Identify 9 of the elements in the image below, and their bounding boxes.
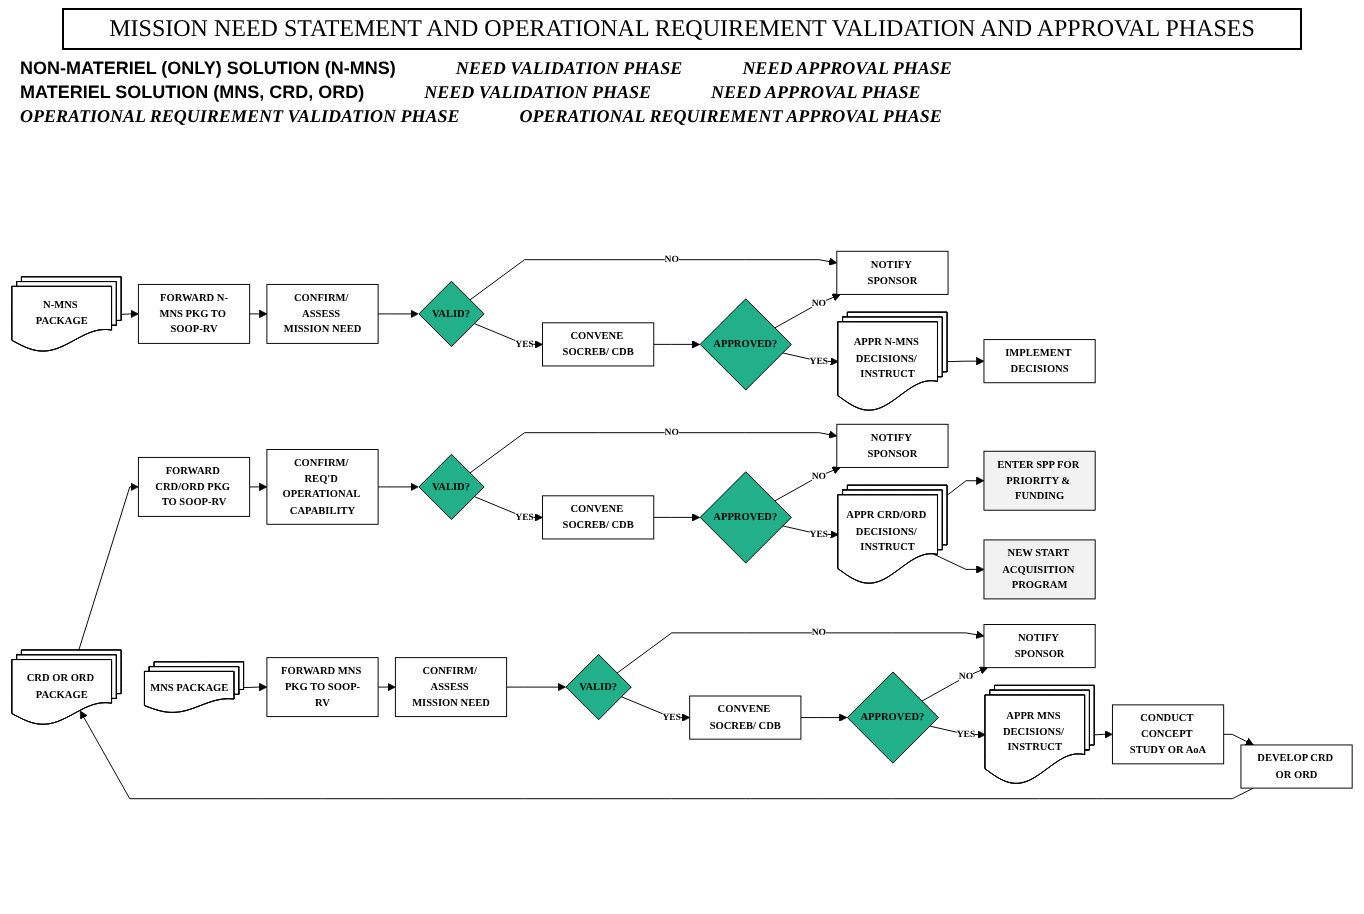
section-heading: MATERIEL SOLUTION (MNS, CRD, ORD) bbox=[20, 82, 365, 102]
phase-label: OPERATIONAL REQUIREMENT APPROVAL PHASE bbox=[519, 106, 942, 126]
phase-label: OPERATIONAL REQUIREMENT VALIDATION PHASE bbox=[20, 106, 460, 126]
phase-label: NEED VALIDATION PHASE bbox=[424, 82, 652, 102]
phase-label: NEED VALIDATION PHASE bbox=[455, 58, 683, 78]
section-heading: NON-MATERIEL (ONLY) SOLUTION (N-MNS) bbox=[20, 58, 396, 78]
phase-label: NEED APPROVAL PHASE bbox=[711, 82, 921, 102]
phase-label: NEED APPROVAL PHASE bbox=[742, 58, 952, 78]
diagram-title: MISSION NEED STATEMENT AND OPERATIONAL REQUIREMENT VALIDATION AND APPROVAL PHASES bbox=[62, 8, 1302, 50]
